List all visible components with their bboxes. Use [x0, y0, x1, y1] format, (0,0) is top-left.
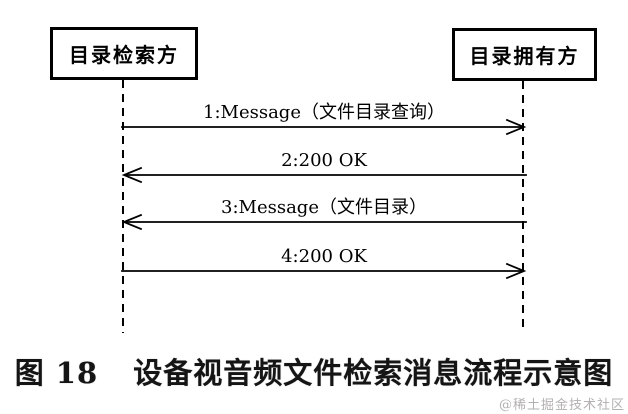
- lifeline-directory-retriever: [122, 80, 124, 333]
- actor-box-directory-owner: 目录拥有方: [452, 28, 597, 81]
- actor-box-directory-retriever: 目录检索方: [50, 27, 198, 80]
- figure-title: 设备视音频文件检索消息流程示意图: [133, 356, 614, 390]
- figure-caption: 图 18 设备视音频文件检索消息流程示意图: [0, 352, 628, 394]
- message-3-arrow-left-icon: [121, 213, 527, 231]
- actor-label-directory-retriever: 目录检索方: [69, 43, 179, 67]
- message-3-label: 3:Message（文件目录）: [221, 197, 427, 218]
- watermark-text: @稀土掘金技术社区: [498, 398, 625, 413]
- message-4-label: 4:200 OK: [281, 246, 367, 267]
- message-4-arrow-right-icon: [121, 262, 527, 280]
- figure-number: 图 18: [14, 356, 99, 390]
- message-1-label: 1:Message（文件目录查询）: [203, 102, 445, 123]
- lifeline-directory-owner: [522, 81, 524, 333]
- message-2-label: 2:200 OK: [281, 150, 367, 171]
- actor-label-directory-owner: 目录拥有方: [469, 44, 580, 68]
- message-2-arrow-left-icon: [121, 166, 527, 184]
- message-1-arrow-right-icon: [121, 118, 527, 136]
